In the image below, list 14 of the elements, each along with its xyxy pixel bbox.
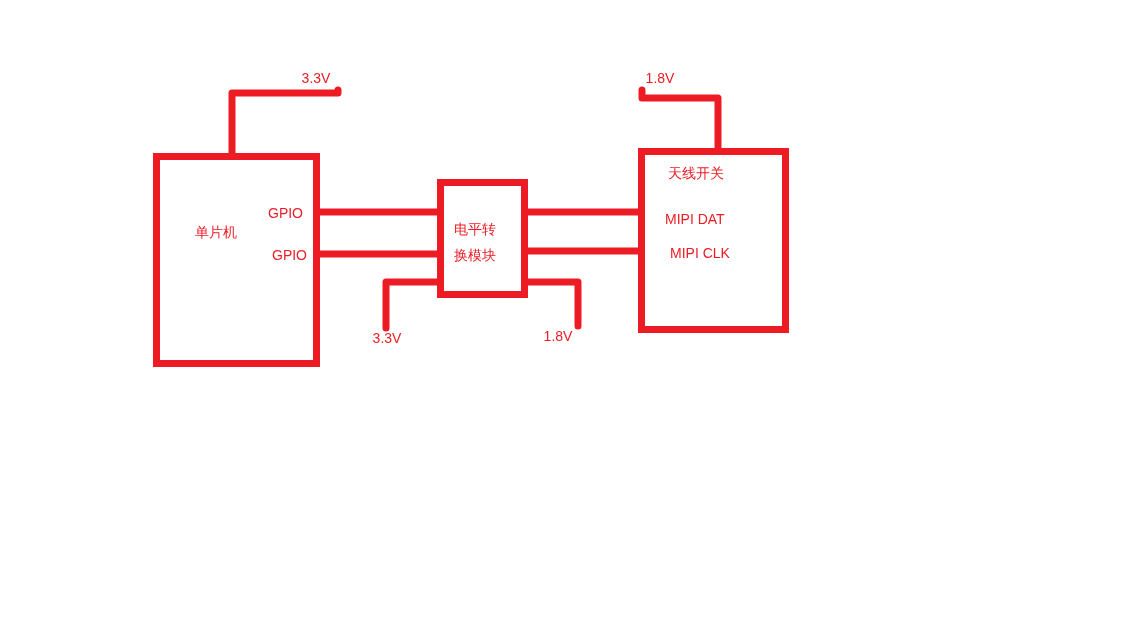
pin-label: MIPI DAT bbox=[665, 211, 725, 227]
pin-label: GPIO bbox=[272, 247, 307, 263]
level-shifter-box bbox=[437, 179, 528, 298]
microcontroller-box bbox=[153, 153, 320, 367]
box-title: 单片机 bbox=[195, 224, 237, 240]
pin-label: MIPI CLK bbox=[670, 245, 730, 261]
antenna-switch-box bbox=[638, 148, 789, 333]
voltage-label: 1.8V bbox=[638, 66, 682, 90]
voltage-label: 1.8V bbox=[534, 326, 582, 346]
box-title: 天线开关 bbox=[668, 165, 724, 181]
voltage-label: 3.3V bbox=[366, 328, 408, 348]
box-title: 电平转换模块 bbox=[454, 220, 497, 265]
voltage-label: 3.3V bbox=[294, 66, 338, 90]
pin-label: GPIO bbox=[268, 205, 303, 221]
